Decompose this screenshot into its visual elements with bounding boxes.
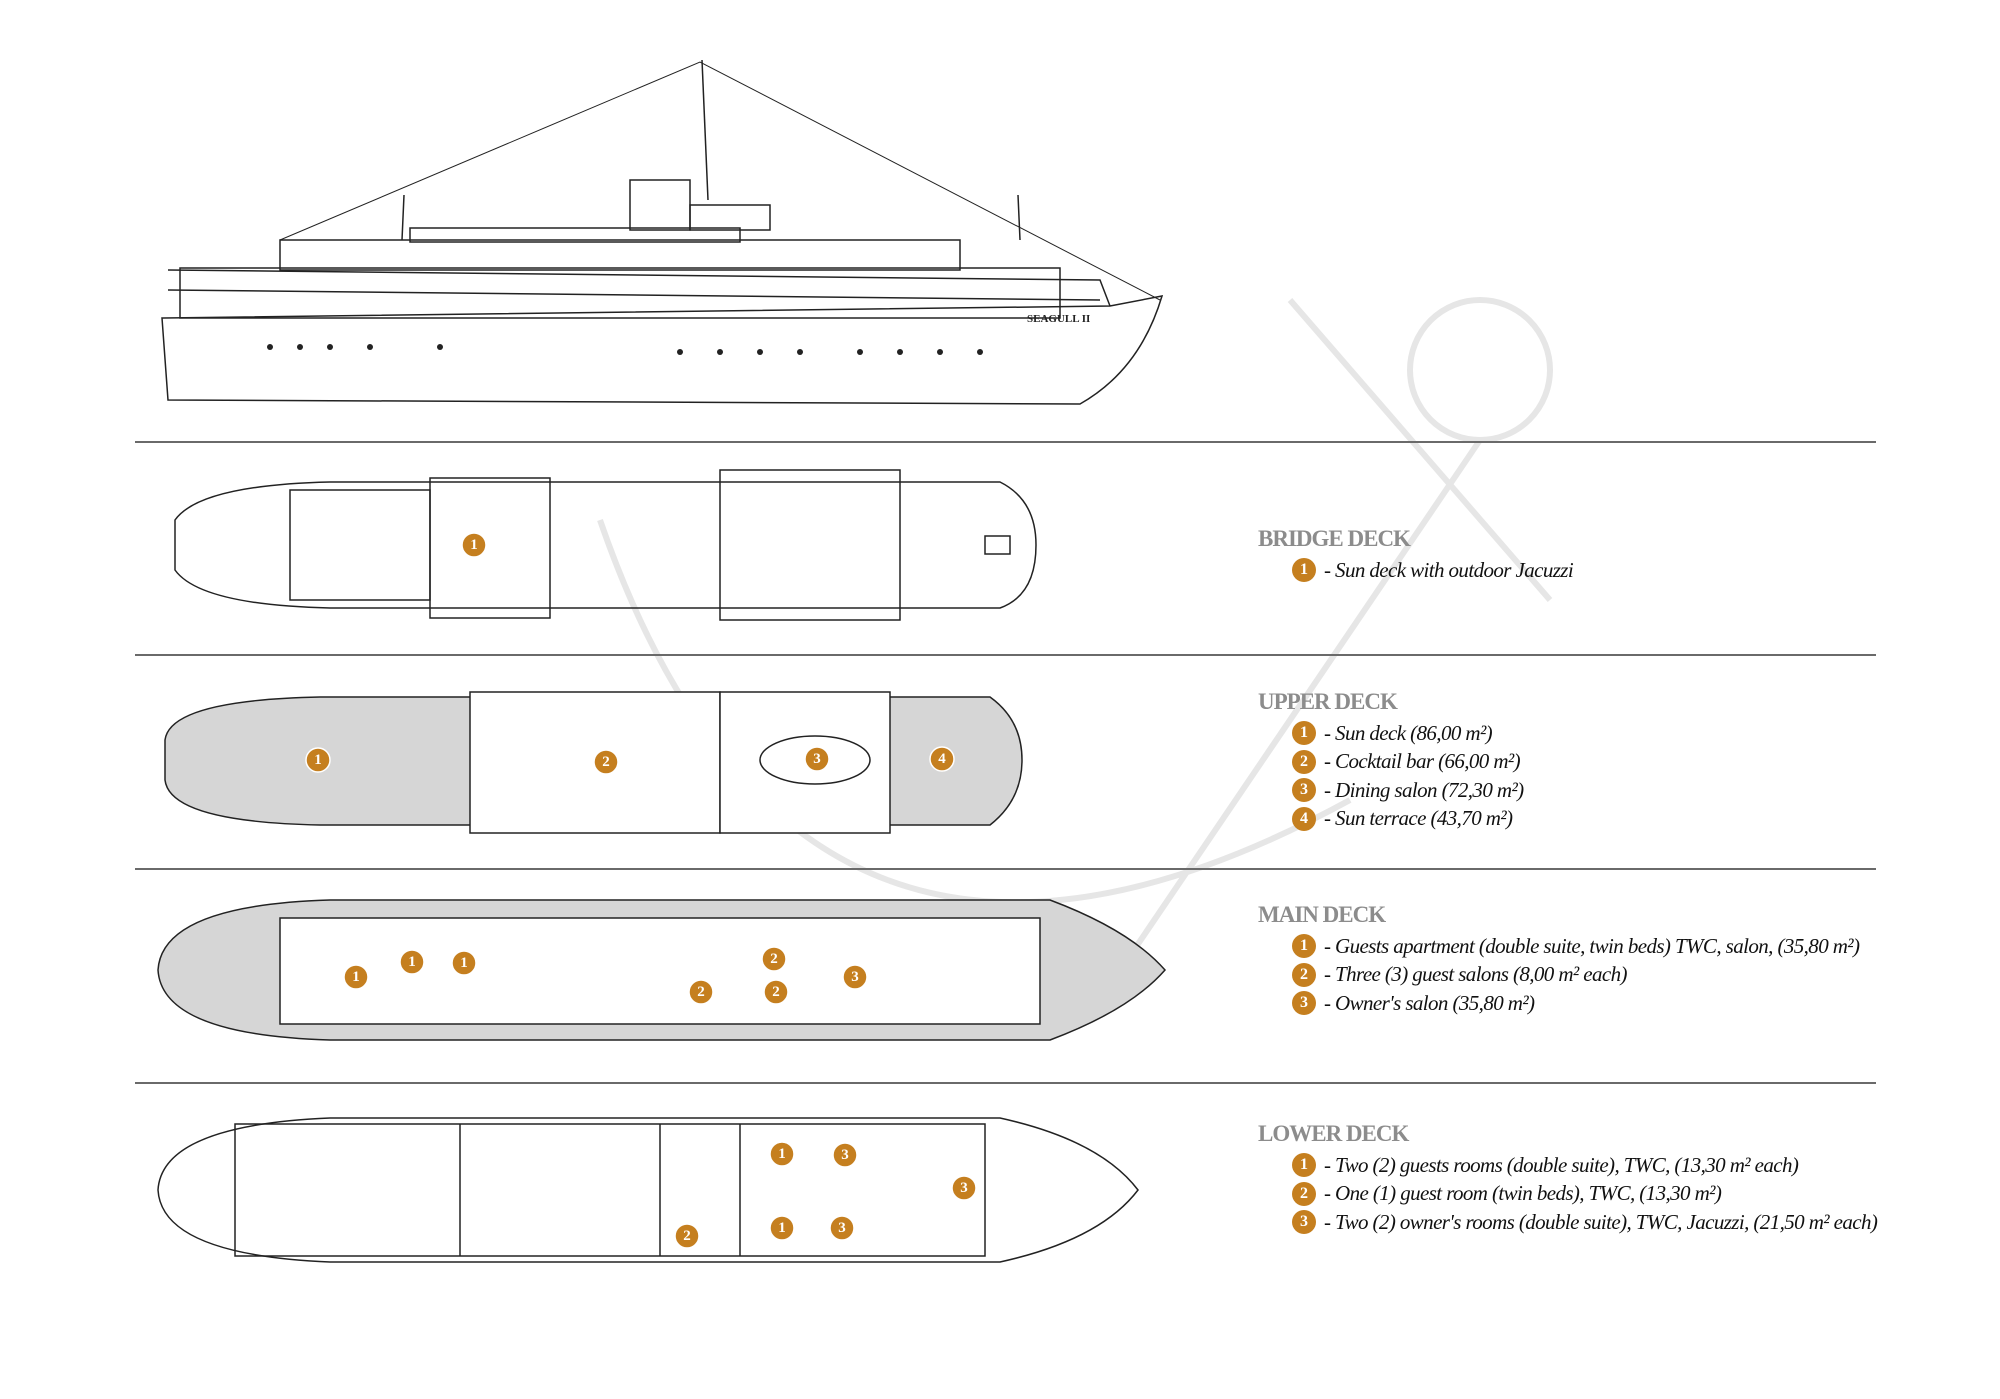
legend-item: 4 - Sun terrace (43,70 m²) bbox=[1292, 805, 1524, 834]
legend-item: 1 - Guests apartment (double suite, twin … bbox=[1292, 932, 1860, 961]
legend-description: - Three (3) guest salons (8,00 m² each) bbox=[1324, 962, 1627, 987]
main-deck-legend: MAIN DECK 1 - Guests apartment (double sui… bbox=[1258, 902, 1860, 1018]
marker-number: 3 bbox=[813, 751, 821, 767]
marker-number: 2 bbox=[683, 1228, 691, 1244]
legend-item: 1 - Sun deck (86,00 m²) bbox=[1292, 719, 1524, 748]
number-badge: 1 bbox=[1292, 1153, 1316, 1178]
deck-title: UPPER DECK bbox=[1258, 689, 1398, 714]
legend-description: - Owner's salon (35,80 m²) bbox=[1324, 990, 1535, 1015]
marker-number: 2 bbox=[602, 754, 610, 770]
lower-deck-marker: 1 bbox=[769, 1141, 795, 1167]
number-badge: 3 bbox=[1292, 1210, 1316, 1235]
marker-number: 1 bbox=[778, 1220, 786, 1236]
marker-number: 2 bbox=[772, 984, 780, 1000]
marker-number: 4 bbox=[938, 751, 946, 767]
marker-number: 3 bbox=[851, 969, 859, 985]
legend-description: - Cocktail bar (66,00 m²) bbox=[1324, 749, 1521, 774]
main-deck-marker: 1 bbox=[343, 964, 369, 990]
main-deck-marker: 1 bbox=[451, 950, 477, 976]
legend-item: 2 - Cocktail bar (66,00 m²) bbox=[1292, 748, 1524, 777]
lower-deck-marker: 1 bbox=[769, 1215, 795, 1241]
marker-number: 3 bbox=[841, 1147, 849, 1163]
legend-item: 1 - Sun deck with outdoor Jacuzzi bbox=[1292, 556, 1574, 585]
lower-deck-marker: 3 bbox=[829, 1215, 855, 1241]
marker-number: 1 bbox=[408, 954, 416, 970]
lower-deck-marker: 3 bbox=[951, 1175, 977, 1201]
divider bbox=[135, 441, 1876, 443]
marker-number: 1 bbox=[460, 955, 468, 971]
number-badge: 3 bbox=[1292, 778, 1316, 803]
number-badge: 1 bbox=[1292, 934, 1316, 959]
legend-item: 2 - Three (3) guest salons (8,00 m² each) bbox=[1292, 961, 1859, 990]
main-deck-marker: 3 bbox=[842, 964, 868, 990]
lower-deck-legend: LOWER DECK 1 - Two (2) guests rooms (doubl… bbox=[1258, 1121, 1878, 1237]
number-badge: 1 bbox=[1292, 558, 1316, 583]
vessel-name-label: SEAGULL II bbox=[1027, 313, 1090, 325]
legend-description: - Two (2) owner's rooms (double suite), … bbox=[1324, 1209, 1878, 1234]
legend-item: 1 - Two (2) guests rooms (double suite), … bbox=[1292, 1151, 1877, 1180]
main-deck-marker: 2 bbox=[688, 979, 714, 1005]
legend-description: - Sun terrace (43,70 m²) bbox=[1324, 806, 1513, 831]
marker-number: 3 bbox=[838, 1220, 846, 1236]
lower-deck-plan bbox=[157, 1117, 1139, 1263]
upper-deck-legend: UPPER DECK 1 - Sun deck (86,00 m²) 2 - Cockt… bbox=[1258, 689, 1524, 833]
divider bbox=[135, 1082, 1876, 1084]
marker-number: 2 bbox=[770, 951, 778, 967]
deck-title: LOWER DECK bbox=[1258, 1121, 1409, 1146]
upper-deck-marker: 3 bbox=[804, 746, 830, 772]
divider bbox=[135, 654, 1876, 656]
legend-description: - Two (2) guests rooms (double suite), T… bbox=[1324, 1152, 1799, 1177]
number-badge: 3 bbox=[1292, 991, 1316, 1016]
main-deck-marker: 1 bbox=[399, 949, 425, 975]
upper-deck-marker: 2 bbox=[593, 749, 619, 775]
legend-item: 3 - Two (2) owner's rooms (double suite),… bbox=[1292, 1208, 1878, 1237]
legend-description: - Sun deck (86,00 m²) bbox=[1324, 720, 1493, 745]
lower-deck-marker: 2 bbox=[674, 1223, 700, 1249]
bridge-deck-plan bbox=[174, 469, 1037, 621]
main-deck-marker: 2 bbox=[763, 979, 789, 1005]
upper-deck-marker: 4 bbox=[929, 746, 955, 772]
main-deck-marker: 2 bbox=[761, 946, 787, 972]
bridge-deck-legend: BRIDGE DECK 1 - Sun deck with outdoor Jacu… bbox=[1258, 526, 1574, 585]
main-deck-plan bbox=[157, 899, 1166, 1041]
legend-description: - Guests apartment (double suite, twin b… bbox=[1324, 933, 1860, 958]
marker-number: 1 bbox=[778, 1146, 786, 1162]
legend-description: - Dining salon (72,30 m²) bbox=[1324, 777, 1524, 802]
marker-number: 3 bbox=[960, 1180, 968, 1196]
marker-number: 1 bbox=[314, 752, 322, 768]
legend-description: - One (1) guest room (twin beds), TWC, (… bbox=[1324, 1181, 1722, 1206]
legend-item: 3 - Owner's salon (35,80 m²) bbox=[1292, 989, 1859, 1018]
deck-title: BRIDGE DECK bbox=[1258, 526, 1411, 551]
number-badge: 2 bbox=[1292, 749, 1316, 774]
anchor-watermark bbox=[597, 297, 1553, 1002]
side-elevation: SEAGULL II bbox=[161, 59, 1164, 405]
marker-number: 1 bbox=[470, 537, 478, 553]
legend-item: 3 - Dining salon (72,30 m²) bbox=[1292, 776, 1524, 805]
lower-deck-marker: 3 bbox=[832, 1142, 858, 1168]
number-badge: 2 bbox=[1292, 962, 1316, 987]
upper-deck-marker: 1 bbox=[305, 747, 331, 773]
marker-number: 1 bbox=[352, 969, 360, 985]
legend-item: 2 - One (1) guest room (twin beds), TWC, … bbox=[1292, 1180, 1877, 1209]
divider bbox=[135, 868, 1876, 870]
marker-number: 2 bbox=[697, 984, 705, 1000]
legend-description: - Sun deck with outdoor Jacuzzi bbox=[1324, 557, 1574, 582]
deck-title: MAIN DECK bbox=[1258, 902, 1386, 927]
number-badge: 4 bbox=[1292, 806, 1316, 831]
number-badge: 2 bbox=[1292, 1181, 1316, 1206]
number-badge: 1 bbox=[1292, 721, 1316, 746]
bridge-deck-marker: 1 bbox=[461, 532, 487, 558]
